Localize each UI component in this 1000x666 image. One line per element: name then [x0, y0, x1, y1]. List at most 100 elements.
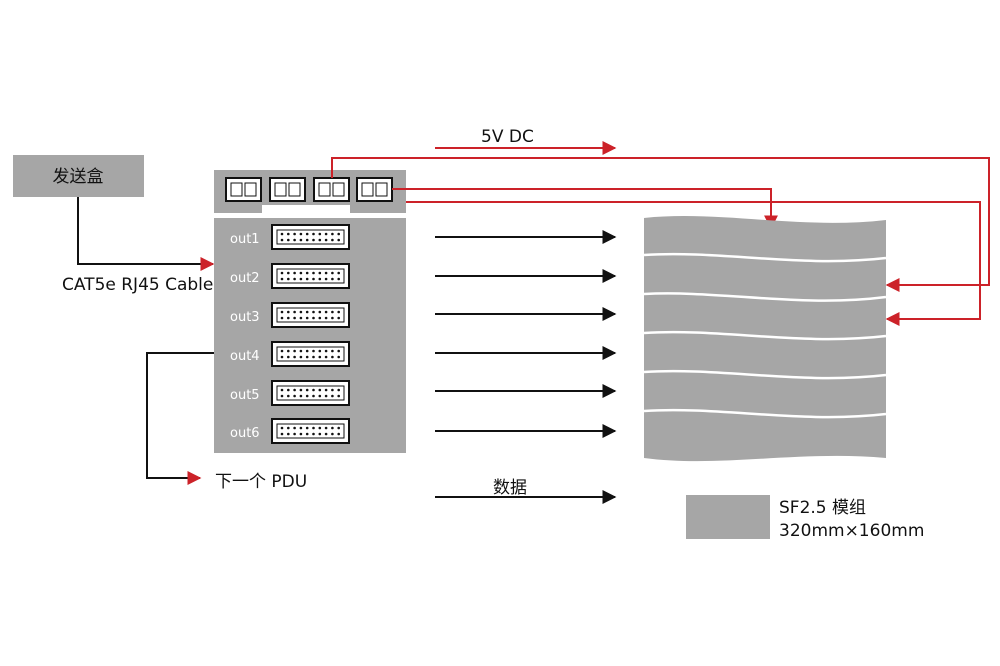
connector-pin — [299, 394, 303, 398]
connector-pin — [305, 232, 309, 236]
connector-pin — [318, 232, 322, 236]
connector-pin — [312, 232, 315, 236]
connector-pin — [305, 271, 309, 275]
connector-pin — [318, 238, 322, 242]
connector-pin — [299, 426, 303, 430]
output-port-5: out5 — [230, 380, 350, 406]
connector-pin — [312, 355, 315, 359]
output-port-1: out1 — [230, 224, 350, 250]
connector-pin — [331, 232, 334, 236]
connector-pin — [324, 426, 328, 430]
pdu-power-strip — [214, 170, 406, 218]
output-port-4: out4 — [230, 341, 350, 367]
sender-box: 发送盒 — [13, 155, 144, 197]
power-connector-3 — [313, 177, 350, 202]
connector-pin — [324, 388, 328, 392]
connector-pin — [324, 238, 328, 242]
output-port-2: out2 — [230, 263, 350, 289]
connector-pin — [318, 394, 322, 398]
connector-pin — [331, 388, 334, 392]
data-label: 数据 — [493, 478, 527, 498]
connector-pin — [299, 316, 303, 320]
connector-pin — [299, 238, 303, 242]
connector-pin — [324, 277, 328, 281]
connector-pin — [299, 355, 303, 359]
connector-pin — [299, 388, 303, 392]
connector-pin — [337, 394, 341, 398]
connector-pin — [280, 232, 284, 236]
connector-pin — [324, 432, 328, 436]
connector-pin — [293, 277, 296, 281]
connector-pin — [305, 310, 309, 314]
connector-pin — [331, 238, 334, 242]
module-panel — [643, 216, 887, 462]
connector-pin — [324, 355, 328, 359]
connector-pin — [293, 232, 296, 236]
connector-pin — [280, 388, 284, 392]
connector-pin — [280, 277, 284, 281]
connector-pin — [293, 349, 296, 353]
connector-pin — [331, 271, 334, 275]
connector-pin — [337, 238, 341, 242]
connector-pin — [318, 310, 322, 314]
next-pdu-line — [146, 352, 214, 485]
connector-pin — [280, 349, 284, 353]
connector-pin — [280, 316, 284, 320]
connector-pin — [312, 271, 315, 275]
connector-pin — [280, 310, 284, 314]
connector-pin — [287, 349, 290, 353]
power-line-to-row2 — [331, 157, 990, 292]
output-port-6: out6 — [230, 418, 350, 444]
connector-pin — [331, 426, 334, 430]
next-pdu-label: 下一个 PDU — [215, 472, 307, 492]
data-arrows — [435, 230, 617, 504]
connector-pin — [299, 310, 303, 314]
connector-pin — [287, 310, 290, 314]
connector-pin — [318, 316, 322, 320]
connector-pin — [331, 432, 334, 436]
connector-pin — [280, 271, 284, 275]
connector-pin — [299, 277, 303, 281]
connector-pin — [293, 310, 296, 314]
connector-pin — [337, 316, 341, 320]
connector-pin — [324, 310, 328, 314]
output-label: out3 — [230, 310, 260, 325]
connector-pin — [299, 271, 303, 275]
connector-pin — [324, 316, 328, 320]
pdu-body — [214, 218, 406, 453]
connector-pin — [305, 432, 309, 436]
connector-pin — [331, 349, 334, 353]
power-line-to-row3 — [406, 201, 981, 326]
connector-pin — [287, 388, 290, 392]
connector-pin — [318, 426, 322, 430]
connector-pin — [318, 355, 322, 359]
connector-pin — [287, 355, 290, 359]
power-connector-2 — [269, 177, 306, 202]
connector-pin — [331, 394, 334, 398]
connector-pin — [280, 355, 284, 359]
connector-pin — [293, 271, 296, 275]
connector-pin — [287, 316, 290, 320]
connector-pin — [305, 277, 309, 281]
connector-pin — [287, 232, 290, 236]
cable-line — [77, 197, 215, 271]
connector-pin — [318, 349, 322, 353]
connector-pin — [324, 349, 328, 353]
connector-pin — [337, 388, 341, 392]
connector-pin — [280, 394, 284, 398]
connector-pin — [337, 310, 341, 314]
power-line-to-top — [392, 188, 778, 230]
connector-pin — [299, 349, 303, 353]
module-legend-line1: SF2.5 模组 — [779, 498, 866, 518]
connector-pin — [312, 316, 315, 320]
connector-pin — [305, 355, 309, 359]
connector-pin — [305, 426, 309, 430]
connector-pin — [312, 349, 315, 353]
connector-pin — [305, 316, 309, 320]
connector-pin — [280, 238, 284, 242]
connector-pin — [324, 394, 328, 398]
module-legend-swatch — [686, 495, 770, 539]
power-label: 5V DC — [481, 127, 534, 147]
connector-pin — [287, 238, 290, 242]
connector-pin — [337, 232, 341, 236]
